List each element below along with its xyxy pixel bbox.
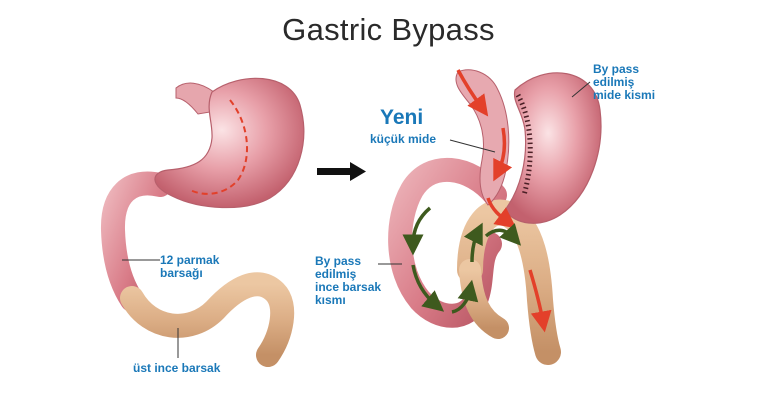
upper-intestine-label: üst ince barsak	[133, 361, 221, 375]
bypassed-intestine-line4: kısmı	[315, 293, 346, 307]
roux-connection	[459, 259, 509, 339]
normal-anatomy	[101, 77, 305, 367]
staple-line	[515, 93, 533, 196]
red-arrow-icon	[528, 269, 552, 333]
bypassed-intestine-line2: edilmiş	[315, 267, 357, 281]
diagram-title: Gastric Bypass	[282, 12, 495, 47]
bypassed-intestine-line3: ince barsak	[315, 280, 382, 294]
red-arrow-icon	[493, 127, 513, 182]
right-arrow-icon	[317, 162, 366, 181]
bypassed-intestine-label: By pass edilmiş ince barsak kısmı	[315, 255, 381, 307]
green-arrow-icon	[463, 222, 483, 263]
green-arrow-icon	[484, 223, 522, 246]
bypassed-stomach-label: By pass edilmiş mide kismi	[593, 63, 655, 102]
green-arrow-icon	[411, 264, 445, 312]
bypassed-stomach-line1: By pass	[593, 62, 640, 76]
cut-line	[189, 99, 248, 195]
new-stomach-leader	[449, 139, 496, 153]
duodenum-label-line2: barsağı	[160, 266, 203, 280]
bypassed-intestine-line1: By pass	[315, 254, 362, 268]
bypassed-stomach-line2: edilmiş	[593, 75, 635, 89]
new-stomach-subtitle: küçük mide	[370, 132, 437, 146]
red-arrow-icon	[456, 69, 489, 117]
red-arrow-icon	[486, 197, 517, 229]
duodenum-label-line1: 12 parmak	[160, 253, 220, 267]
bypass-anatomy	[378, 69, 602, 365]
green-arrow-icon	[402, 206, 432, 256]
bypassed-stomach-leader	[571, 81, 591, 98]
green-arrow-icon	[451, 279, 479, 314]
bypassed-stomach	[504, 72, 602, 224]
stomach	[154, 77, 305, 209]
bypassed-stomach-line3: mide kismi	[593, 88, 656, 102]
duodenum	[101, 171, 172, 312]
new-stomach-title: Yeni	[380, 106, 424, 129]
upper-small-intestine	[120, 272, 295, 367]
duodenum-label: 12 parmak barsağı	[160, 254, 219, 280]
